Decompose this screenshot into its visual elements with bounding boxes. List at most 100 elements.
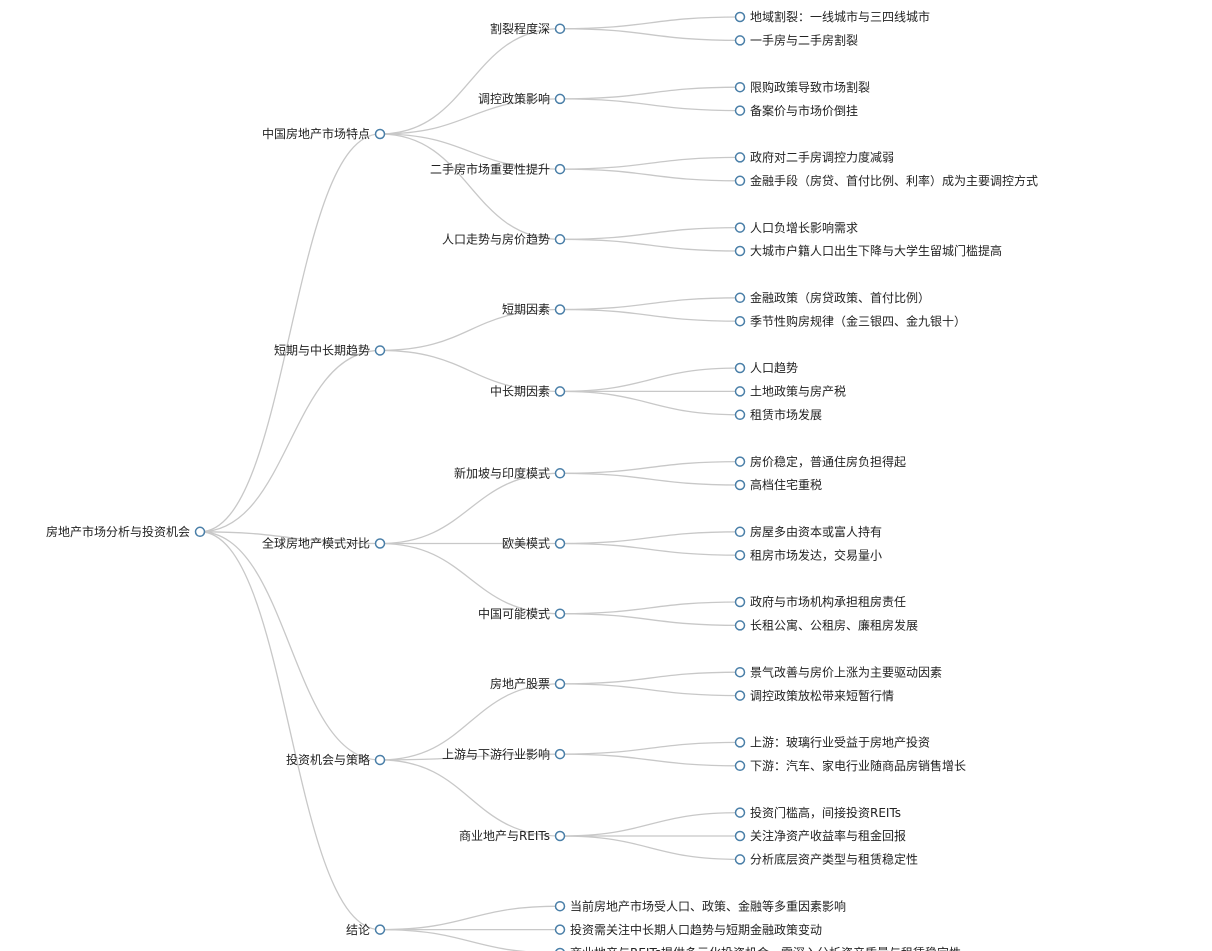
node-toggle-circle[interactable]: [734, 245, 746, 257]
node-toggle-circle[interactable]: [734, 11, 746, 23]
node-toggle-circle[interactable]: [554, 538, 566, 549]
mindmap-node[interactable]: 房价稳定，普通住房负担得起: [734, 454, 907, 469]
mindmap-node[interactable]: 长租公寓、公租房、廉租房发展: [734, 618, 919, 633]
node-toggle-circle[interactable]: [554, 386, 566, 397]
mindmap-node[interactable]: 中国可能模式: [478, 606, 566, 621]
node-toggle-circle[interactable]: [734, 760, 746, 772]
mindmap-node[interactable]: 租赁市场发展: [734, 407, 823, 422]
mindmap-node[interactable]: 季节性购房规律（金三银四、金九银十）: [734, 313, 967, 328]
node-label: 结论: [346, 923, 370, 937]
mindmap-node[interactable]: 房地产股票: [490, 676, 566, 691]
node-toggle-circle[interactable]: [374, 538, 386, 549]
node-toggle-circle[interactable]: [554, 234, 566, 245]
node-toggle-circle[interactable]: [734, 479, 746, 491]
node-toggle-circle[interactable]: [194, 526, 206, 538]
node-label: 租房市场发达，交易量小: [750, 547, 882, 562]
node-toggle-circle[interactable]: [554, 748, 566, 760]
mindmap-node[interactable]: 商业地产与REITs: [459, 828, 566, 843]
mindmap-node[interactable]: 一手房与二手房割裂: [734, 33, 859, 48]
mindmap-node[interactable]: 关注净资产收益率与租金回报: [734, 828, 907, 843]
node-toggle-circle[interactable]: [734, 81, 746, 93]
mindmap-link: [559, 367, 741, 393]
node-toggle-circle[interactable]: [554, 468, 566, 479]
node-label: 中国可能模式: [478, 606, 550, 621]
node-toggle-circle[interactable]: [734, 35, 746, 46]
mindmap-node[interactable]: 欧美模式: [502, 537, 566, 551]
mindmap-node[interactable]: 投资门槛高，间接投资REITs: [734, 805, 902, 820]
node-toggle-circle[interactable]: [374, 754, 386, 766]
node-toggle-circle[interactable]: [554, 608, 566, 619]
node-toggle-circle[interactable]: [734, 456, 746, 467]
mindmap-node[interactable]: 高档住宅重税: [734, 477, 823, 492]
mindmap-node[interactable]: 结论: [346, 923, 386, 937]
mindmap-node[interactable]: 下游：汽车、家电行业随商品房销售增长: [734, 758, 967, 773]
node-toggle-circle[interactable]: [734, 830, 746, 842]
mindmap-node[interactable]: 大城市户籍人口出生下降与大学生留城门槛提高: [734, 243, 1003, 258]
mindmap-node[interactable]: 房屋多由资本或富人持有: [734, 524, 883, 539]
node-toggle-circle[interactable]: [734, 105, 746, 116]
node-toggle-circle[interactable]: [734, 409, 746, 421]
node-toggle-circle[interactable]: [554, 304, 566, 315]
mindmap-node[interactable]: 调控政策放松带来短暂行情: [734, 688, 895, 703]
node-toggle-circle[interactable]: [374, 128, 386, 140]
node-toggle-circle[interactable]: [734, 807, 746, 818]
mindmap-node[interactable]: 房地产市场分析与投资机会: [46, 524, 206, 539]
mindmap-node[interactable]: 限购政策导致市场割裂: [734, 79, 871, 94]
node-toggle-circle[interactable]: [734, 292, 746, 304]
node-toggle-circle[interactable]: [554, 678, 566, 690]
node-toggle-circle[interactable]: [554, 23, 566, 34]
node-toggle-circle[interactable]: [734, 620, 746, 631]
node-toggle-circle[interactable]: [554, 830, 566, 842]
mindmap-node[interactable]: 人口负增长影响需求: [734, 220, 859, 235]
mindmap-node[interactable]: 政府对二手房调控力度减弱: [734, 150, 895, 165]
node-toggle-circle[interactable]: [554, 924, 566, 935]
mindmap-node[interactable]: 人口趋势: [734, 361, 799, 375]
mindmap-node[interactable]: 上游与下游行业影响: [442, 746, 566, 761]
mindmap-node[interactable]: 政府与市场机构承担租房责任: [734, 594, 907, 609]
mindmap-node[interactable]: 金融手段（房贷、首付比例、利率）成为主要调控方式: [734, 173, 1039, 188]
mindmap-node[interactable]: 景气改善与房价上涨为主要驱动因素: [734, 664, 943, 679]
node-toggle-circle[interactable]: [734, 152, 746, 163]
node-toggle-circle[interactable]: [734, 596, 746, 608]
node-toggle-circle[interactable]: [554, 93, 566, 105]
node-toggle-circle[interactable]: [734, 175, 746, 187]
node-toggle-circle[interactable]: [734, 315, 746, 327]
node-toggle-circle[interactable]: [554, 900, 566, 912]
mindmap-node[interactable]: 短期因素: [502, 303, 566, 317]
mindmap-node[interactable]: 分析底层资产类型与租赁稳定性: [734, 852, 919, 867]
mindmap-node[interactable]: 当前房地产市场受人口、政策、金融等多重因素影响: [554, 898, 847, 913]
node-toggle-circle[interactable]: [374, 345, 386, 356]
mindmap-node[interactable]: 短期与中长期趋势: [274, 343, 386, 358]
mindmap-node[interactable]: 中国房地产市场特点: [262, 126, 386, 141]
mindmap-node[interactable]: 租房市场发达，交易量小: [734, 547, 883, 562]
mindmap-node[interactable]: 金融政策（房贷政策、首付比例）: [734, 290, 931, 305]
mindmap-node[interactable]: 上游：玻璃行业受益于房地产投资: [734, 735, 931, 750]
node-toggle-circle[interactable]: [734, 666, 746, 678]
mindmap-node[interactable]: 备案价与市场价倒挂: [734, 103, 859, 118]
node-toggle-circle[interactable]: [374, 924, 386, 935]
mindmap-node[interactable]: 地域割裂：一线城市与三四线城市: [734, 9, 931, 24]
node-toggle-circle[interactable]: [734, 690, 746, 701]
mindmap-node[interactable]: 投资需关注中长期人口趋势与短期金融政策变动: [554, 922, 823, 937]
node-toggle-circle[interactable]: [554, 163, 566, 175]
node-toggle-circle[interactable]: [734, 526, 746, 538]
node-toggle-circle[interactable]: [734, 549, 746, 561]
mindmap-node[interactable]: 土地政策与房产税: [734, 384, 847, 399]
mindmap-node[interactable]: 新加坡与印度模式: [454, 466, 566, 481]
node-toggle-circle[interactable]: [734, 854, 746, 865]
node-toggle-circle[interactable]: [734, 737, 746, 748]
node-toggle-circle[interactable]: [734, 362, 746, 374]
mindmap-node[interactable]: 商业地产与REITs提供多元化投资机会，需深入分析资产质量与租赁稳定性: [555, 945, 962, 951]
node-toggle-circle[interactable]: [734, 222, 746, 233]
mindmap-link: [559, 811, 741, 837]
mindmap-node[interactable]: 全球房地产模式对比: [262, 536, 386, 551]
mindmap-node[interactable]: 人口走势与房价趋势: [442, 232, 566, 247]
node-toggle-circle[interactable]: [734, 386, 746, 397]
mindmap-node[interactable]: 调控政策影响: [478, 91, 566, 106]
mindmap-node[interactable]: 中长期因素: [490, 384, 566, 399]
mindmap-node[interactable]: 二手房市场重要性提升: [430, 161, 566, 176]
node-toggle-circle[interactable]: [555, 947, 565, 951]
mindmap-link: [379, 905, 561, 931]
mindmap-node[interactable]: 割裂程度深: [490, 21, 566, 36]
mindmap-node[interactable]: 投资机会与策略: [286, 752, 386, 767]
